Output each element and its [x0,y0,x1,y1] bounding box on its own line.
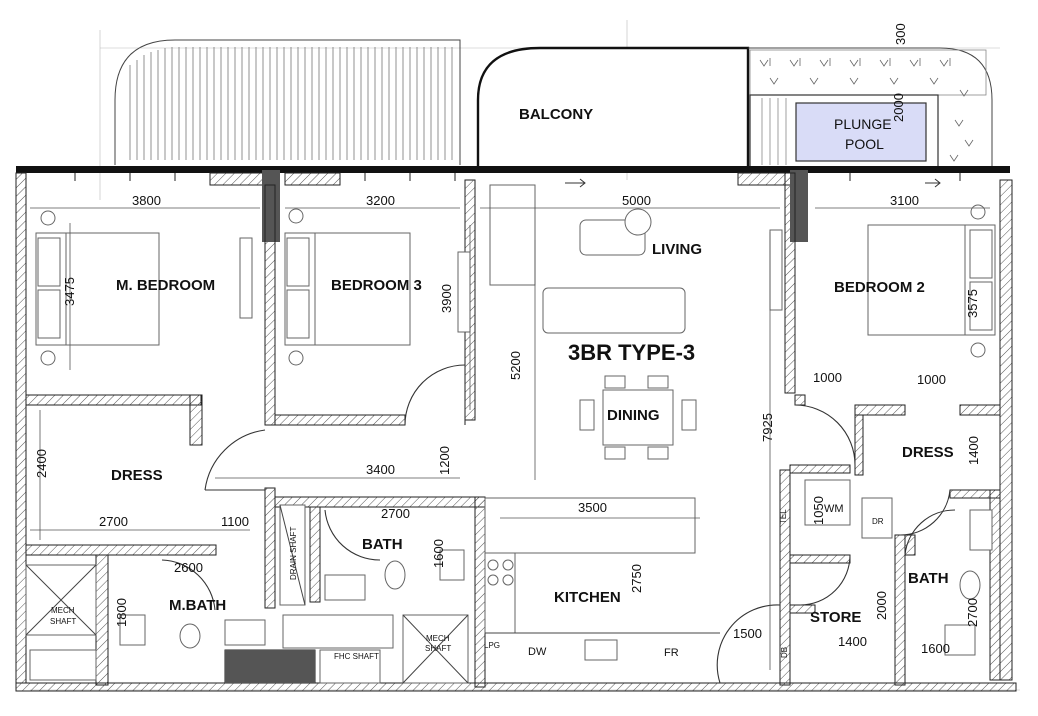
doors [161,364,956,684]
room-label-bedroom-3: BEDROOM 3 [331,277,422,294]
label-dr: DR [872,517,884,526]
bedroom2-bed [769,204,996,358]
left-balcony [114,39,461,165]
dim-1600-rbath: 1600 [921,641,950,656]
dim-3400: 3400 [366,462,395,477]
dim-1600-bath: 1600 [431,539,446,568]
dim-1400-store: 1400 [838,634,867,649]
label-dw: DW [528,646,547,658]
room-label-bath-right: BATH [908,570,949,587]
dim-3100: 3100 [890,193,919,208]
dim-1500: 1500 [733,626,762,641]
bath-fixtures [119,509,993,656]
dim-2000-pool: 2000 [891,93,906,122]
room-label-dining: DINING [607,407,660,424]
room-label-bedroom-2: BEDROOM 2 [834,279,925,296]
dim-3575: 3575 [965,289,980,318]
bedroom3-bed [284,208,471,366]
dim-1100: 1100 [221,514,249,529]
label-fr: FR [664,647,679,659]
dim-1400-dress: 1400 [966,436,981,465]
room-label-kitchen: KITCHEN [554,589,621,606]
label-mech-shaft-left-2: SHAFT [50,617,76,626]
shafts [25,479,893,684]
wall-ticks [74,173,961,181]
label-mech-shaft-left-1: MECH [51,606,75,615]
dimension-lines [30,207,990,670]
dim-3475: 3475 [62,277,77,306]
dim-1000-b: 1000 [917,372,946,387]
room-label-plunge-pool-line1: PLUNGE [834,116,892,132]
dim-5200: 5200 [508,351,523,380]
room-label-plunge-pool-line2: POOL [845,136,884,152]
dim-7925: 7925 [760,413,775,442]
label-tel: TEL [779,509,788,524]
label-mech-shaft-center-2: SHAFT [425,644,451,653]
label-drain-shaft: DRAIN SHAFT [289,527,298,580]
dim-3900: 3900 [439,284,454,313]
dim-2000-store: 2000 [874,591,889,620]
room-label-balcony: BALCONY [519,106,593,123]
kitchen-furniture [484,497,720,661]
room-label-store: STORE [810,609,861,626]
dim-3800: 3800 [132,193,161,208]
dim-2400: 2400 [34,449,49,478]
dim-3200: 3200 [366,193,395,208]
dim-1000-a: 1000 [813,370,842,385]
dim-3500: 3500 [578,500,607,515]
dim-2700-rbath: 2700 [965,598,980,627]
room-label-bath-center: BATH [362,536,403,553]
master-bed [35,210,253,366]
label-fhc-shaft: FHC SHAFT [334,652,379,661]
flow-arrows [565,178,941,188]
dim-2700-bath: 2700 [381,506,410,521]
room-label-living: LIVING [652,241,702,258]
dim-2750: 2750 [629,564,644,593]
dim-1200: 1200 [437,446,452,475]
dim-300: 300 [893,23,908,45]
room-label-dress-left: DRESS [111,467,163,484]
dim-2700-dress: 2700 [99,514,128,529]
right-balcony [748,47,993,168]
room-label-dress-right: DRESS [902,444,954,461]
room-label-master-bath: M.BATH [169,597,226,614]
dim-2600: 2600 [174,560,203,575]
interior-walls [25,172,1001,688]
label-wm: WM [824,503,844,515]
center-balcony [476,46,750,167]
label-mech-shaft-center-1: MECH [426,634,450,643]
living-furniture [489,184,697,460]
plan-title: 3BR TYPE-3 [568,340,695,365]
dim-1050: 1050 [811,496,826,525]
plunge-pool [795,102,927,162]
label-lpg: LPG [484,641,500,650]
label-db: DB [780,647,789,658]
dim-5000: 5000 [622,193,651,208]
room-label-master-bedroom: M. BEDROOM [116,277,215,294]
dim-1800: 1800 [114,598,129,627]
